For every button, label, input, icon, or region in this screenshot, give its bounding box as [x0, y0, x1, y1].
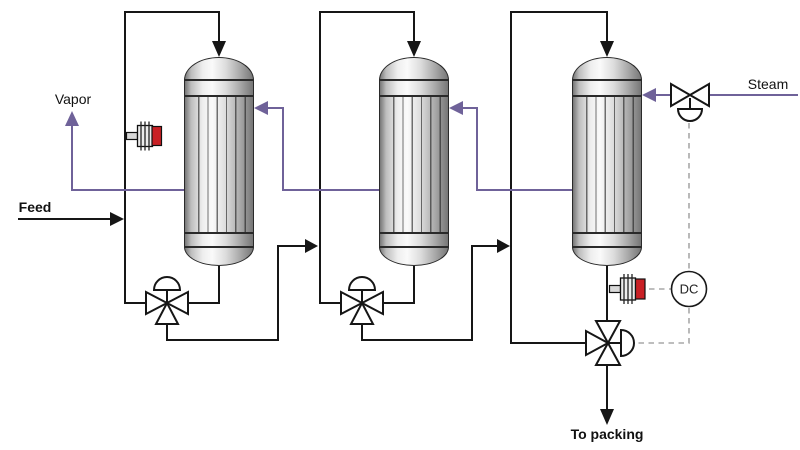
valve-3-actuator-dome — [620, 328, 635, 358]
sensor-3-stem — [608, 284, 622, 294]
vapor-line-2-to-1 — [267, 107, 379, 191]
vapor-line-3-to-2 — [462, 107, 572, 191]
sensor-1-stem — [125, 131, 139, 141]
transfer-line-1-to-2 — [166, 245, 305, 341]
vessel-2-bottom-outlet-pipe — [384, 266, 415, 304]
arrow-transfer-1-to-2 — [305, 239, 318, 253]
valve-2-left-port — [340, 290, 365, 316]
valve-1-actuator-dome — [152, 276, 182, 291]
vessel-1-top-collar — [184, 80, 254, 96]
valve-1-bottom-port — [154, 300, 180, 325]
arrow-into-vessel-3-top — [600, 41, 614, 57]
valve-3-bottom-port — [594, 340, 622, 366]
valve-2-bottom-port — [349, 300, 375, 325]
arrow-into-vessel-2-top — [407, 41, 421, 57]
recirculation-riser-3 — [510, 11, 608, 344]
valve-3-top-port — [594, 320, 622, 346]
level-sensor-3 — [608, 274, 646, 304]
vessel-2-body — [379, 96, 449, 233]
valve-2-right-port — [359, 290, 384, 316]
steam-valve-right-port — [688, 82, 710, 108]
sensor-3-red-cap — [634, 278, 646, 300]
vessel-1-body — [184, 96, 254, 233]
vapor-outlet-line-vessel-1 — [71, 124, 184, 191]
arrow-to-packing — [600, 409, 614, 425]
sensor-3-fins — [623, 274, 633, 304]
valve-1-right-port — [164, 290, 189, 316]
sensor-1-red-cap — [151, 125, 163, 147]
steam-valve-actuator-dome — [676, 108, 704, 122]
recirculation-riser-1 — [124, 11, 220, 304]
evaporator-vessel-2 — [379, 57, 449, 266]
arrow-feed — [110, 212, 124, 226]
feed-label: Feed — [18, 199, 52, 215]
sensor-1-fins — [140, 121, 150, 151]
arrow-vapor-into-vessel-1 — [254, 101, 268, 115]
vessel-1-bottom-outlet-pipe — [189, 266, 220, 304]
valve-3-left-port — [585, 329, 611, 357]
recirculation-riser-2 — [319, 11, 415, 304]
vessel-3-body — [572, 96, 642, 233]
steam-valve-left-port — [670, 82, 692, 108]
valve-1-left-port — [145, 290, 170, 316]
signal-line-dc-to-discharge-valve — [637, 308, 690, 344]
arrow-into-vessel-1-top — [212, 41, 226, 57]
transfer-line-2-to-3 — [361, 245, 497, 341]
vessel-2-top-collar — [379, 80, 449, 96]
to-packing-label: To packing — [570, 426, 644, 442]
arrow-vapor-into-vessel-2 — [449, 101, 463, 115]
vessel-2-tube-lines — [385, 97, 443, 232]
valve-2-actuator-dome — [347, 276, 377, 291]
vapor-label: Vapor — [54, 91, 92, 107]
evaporator-vessel-1 — [184, 57, 254, 266]
vessel-1-tube-lines — [190, 97, 248, 232]
arrow-steam-into-vessel-3 — [642, 88, 656, 102]
arrow-transfer-2-to-3 — [497, 239, 510, 253]
dc-controller-label: DC — [680, 282, 699, 297]
steam-label: Steam — [747, 76, 789, 92]
vessel-3-tube-lines — [578, 97, 636, 232]
arrow-vapor-up — [65, 111, 79, 126]
vessel-3-top-collar — [572, 80, 642, 96]
dc-controller-circle — [670, 270, 708, 308]
level-sensor-1 — [125, 121, 163, 151]
evaporator-vessel-3 — [572, 57, 642, 266]
